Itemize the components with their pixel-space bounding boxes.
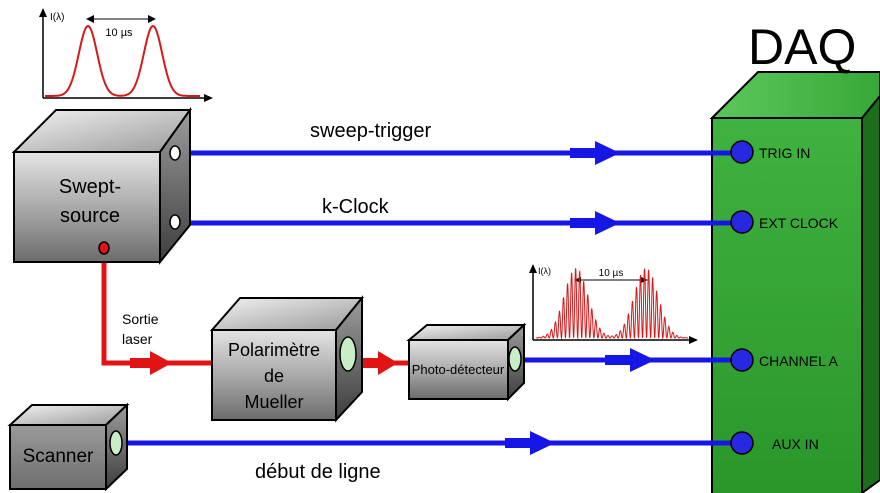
top-plot-x-arrow: [204, 94, 213, 102]
signal-plot-curve: [535, 268, 689, 340]
trig-in-label: TRIG IN: [759, 145, 810, 161]
aux-in-port: [730, 431, 754, 455]
source-spectrum-plot: I(λ) 10 µs: [39, 8, 213, 102]
laser-output-label-2: laser: [122, 331, 153, 347]
daq-top-face: [709, 71, 880, 119]
connections: [101, 141, 738, 455]
swept-source-box: Swept- source: [11, 106, 192, 265]
scanner-lens: [109, 430, 123, 456]
top-plot-y-arrow: [39, 8, 47, 17]
trigger-output-connector: [169, 145, 181, 161]
signal-plot-period-label: 10 µs: [599, 268, 624, 279]
k-clock-label: k-Clock: [322, 196, 390, 218]
ext-clock-port: [730, 210, 754, 234]
photodetector-label: Photo-détecteur: [412, 362, 505, 377]
trig-in-port: [730, 140, 754, 164]
top-plot-period-label: 10 µs: [105, 27, 133, 39]
channel-a-arrow: [605, 348, 655, 372]
sweep-trigger-label: sweep-trigger: [310, 120, 432, 142]
scanner-front: [9, 424, 107, 490]
daq-unit: DAQ: [709, 19, 880, 493]
line-start-label: début de ligne: [255, 461, 381, 483]
ext-clock-label: EXT CLOCK: [759, 215, 839, 231]
photodetector-top: [406, 324, 527, 341]
swept-source-label-2: source: [60, 205, 120, 227]
polarimeter-label-1: Polarimètre: [228, 340, 320, 360]
scanner-label: Scanner: [23, 446, 94, 467]
daq-title: DAQ: [748, 19, 856, 75]
laser-output-label-1: Sortie: [122, 311, 159, 327]
aux-in-arrow: [505, 431, 555, 455]
k-clock-arrow: [570, 211, 620, 235]
scanner-box: Scanner: [7, 402, 130, 492]
signal-plot-y-arrow: [529, 264, 537, 273]
laser-output-connector: [98, 241, 110, 255]
daq-side-face: [861, 94, 880, 493]
laser-arrow: [130, 351, 172, 375]
top-plot-curve: [45, 24, 200, 97]
signal-plot: I(λ) 10 µs: [529, 264, 698, 344]
signal-plot-ylabel: I(λ): [538, 266, 551, 276]
channel-a-label: CHANNEL A: [759, 353, 839, 369]
photodetector-box: Photo-détecteur: [406, 322, 527, 402]
polarimeter-label-2: de: [264, 366, 284, 386]
top-plot-period-arrow-left: [86, 15, 94, 23]
daq-ports: TRIG IN EXT CLOCK CHANNEL A AUX IN: [730, 140, 839, 455]
aux-in-label: AUX IN: [772, 436, 819, 452]
photodetector-front: [408, 339, 509, 400]
top-plot-ylabel: I(λ): [50, 12, 64, 23]
signal-plot-x-arrow: [689, 336, 698, 344]
daq-front-face: [711, 117, 863, 493]
polarimeter-front: [211, 329, 337, 421]
photodetector-lens: [508, 346, 522, 372]
polarimeter-output-arrow: [360, 351, 398, 375]
top-plot-period-arrow-right: [148, 15, 156, 23]
laser-path: [101, 250, 212, 366]
channel-a-port: [730, 348, 754, 372]
polarimeter-lens: [339, 336, 357, 372]
clock-output-connector: [169, 214, 181, 230]
polarimeter-box: Polarimètre de Mueller: [209, 295, 365, 423]
sweep-trigger-arrow: [570, 141, 620, 165]
swept-source-label-1: Swept-: [59, 176, 121, 198]
swept-source-front: [13, 151, 161, 263]
polarimeter-label-3: Mueller: [244, 392, 303, 412]
